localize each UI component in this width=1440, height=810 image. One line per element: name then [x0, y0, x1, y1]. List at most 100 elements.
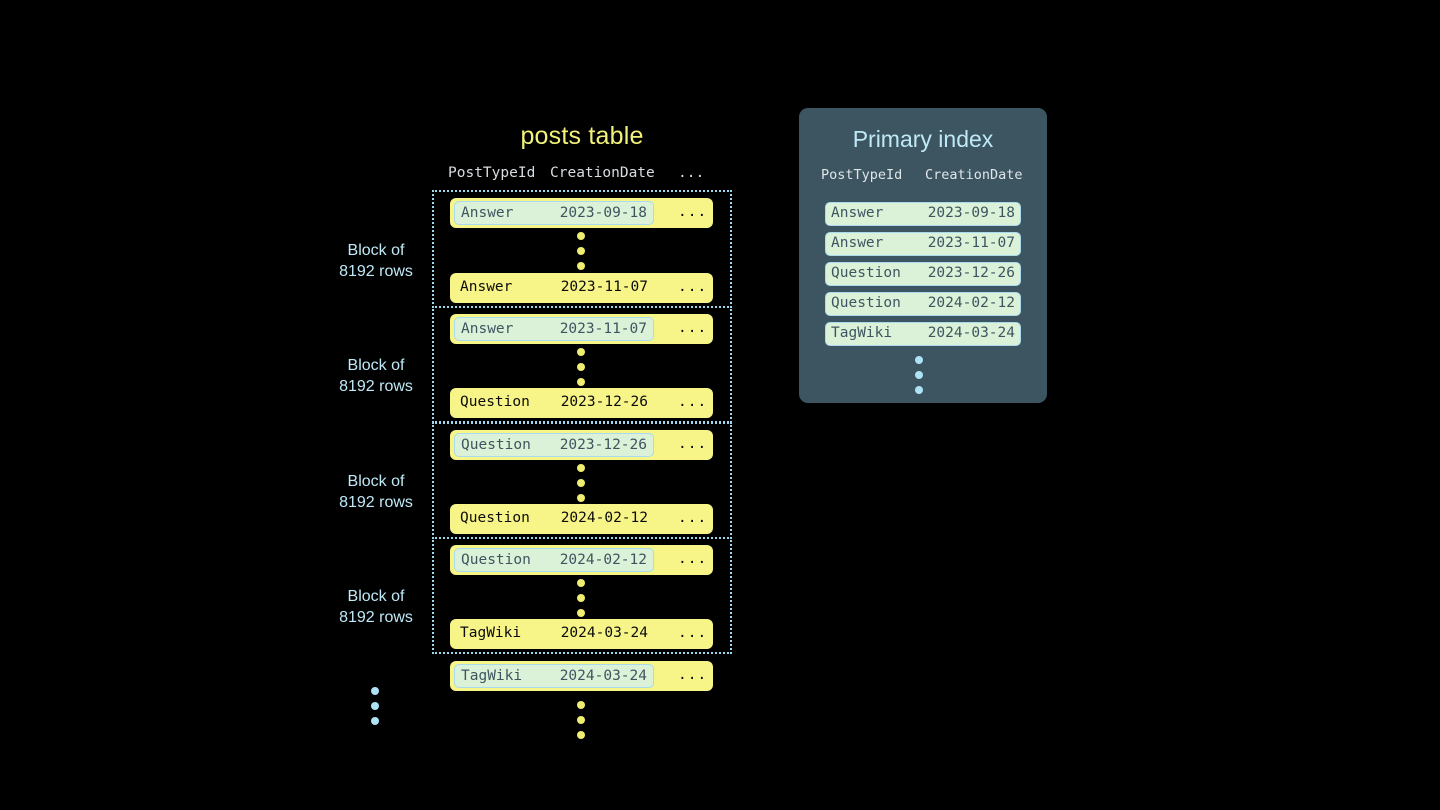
row-key-cells: Answer 2023-11-07: [454, 317, 654, 341]
dot: [371, 702, 379, 710]
table-row: TagWiki 2024-03-24 ...: [450, 619, 713, 649]
row-key-cells: Question 2023-12-26: [454, 391, 654, 415]
cell-posttypeid: Answer: [461, 205, 514, 221]
dot: [915, 356, 923, 364]
cell-posttypeid: Question: [460, 394, 530, 410]
cell-posttypeid: Question: [461, 437, 531, 453]
block-3-label-line2: 8192 rows: [339, 494, 413, 511]
row-ellipsis-dots: [577, 579, 587, 624]
dot: [577, 232, 585, 240]
cell-creationdate: 2024-02-12: [559, 552, 647, 568]
block-continuation-dots: [371, 687, 381, 732]
cell-ellipsis: ...: [678, 204, 708, 220]
column-header-posttypeid: PostTypeId: [448, 165, 536, 181]
cell-ellipsis: ...: [678, 279, 708, 295]
dot: [577, 262, 585, 270]
primary-index-column-headers: PostTypeId CreationDate: [821, 167, 1026, 187]
table-continuation-dots: [577, 701, 587, 746]
index-column-header-posttypeid: PostTypeId: [821, 167, 903, 183]
dot: [577, 247, 585, 255]
table-row: Answer 2023-11-07 ...: [450, 314, 713, 344]
row-key-cells: TagWiki 2024-03-24: [454, 622, 654, 646]
index-cell-posttypeid: Question: [831, 295, 901, 311]
block-1-label: Block of 8192 rows: [306, 240, 446, 282]
block-4-label-line1: Block of: [347, 588, 405, 605]
block-1-label-line1: Block of: [347, 242, 405, 259]
dot: [577, 348, 585, 356]
row-ellipsis-dots: [577, 348, 587, 393]
column-header-ellipsis: ...: [678, 165, 705, 181]
block-3-label: Block of 8192 rows: [306, 471, 446, 513]
row-key-cells: Question 2023-12-26: [454, 433, 654, 457]
table-row: Question 2024-02-12 ...: [450, 504, 713, 534]
index-cell-creationdate: 2024-02-12: [927, 295, 1015, 311]
index-cell-creationdate: 2023-09-18: [927, 205, 1015, 221]
row-key-cells: TagWiki 2024-03-24: [454, 664, 654, 688]
cell-ellipsis: ...: [678, 394, 708, 410]
table-row: Answer 2023-09-18 ...: [450, 198, 713, 228]
index-row: Answer 2023-09-18: [825, 202, 1021, 226]
index-cell-posttypeid: Question: [831, 265, 901, 281]
dot: [577, 479, 585, 487]
index-cell-posttypeid: Answer: [831, 235, 884, 251]
row-ellipsis-dots: [577, 464, 587, 509]
index-column-header-creationdate: CreationDate: [925, 167, 1023, 183]
dot: [577, 494, 585, 502]
cell-ellipsis: ...: [678, 510, 708, 526]
dot: [577, 363, 585, 371]
cell-creationdate: 2024-02-12: [560, 510, 648, 526]
row-ellipsis-dots: [577, 232, 587, 277]
cell-posttypeid: Question: [460, 510, 530, 526]
dot: [577, 716, 585, 724]
dot: [371, 687, 379, 695]
row-key-cells: Answer 2023-09-18: [454, 201, 654, 225]
dot: [577, 731, 585, 739]
block-4-label-line2: 8192 rows: [339, 609, 413, 626]
cell-posttypeid: Answer: [460, 279, 513, 295]
row-key-cells: Answer 2023-11-07: [454, 276, 654, 300]
cell-posttypeid: TagWiki: [461, 668, 523, 684]
posts-table-column-headers: PostTypeId CreationDate ...: [448, 165, 716, 185]
index-row: Question 2023-12-26: [825, 262, 1021, 286]
index-cell-creationdate: 2024-03-24: [927, 325, 1015, 341]
cell-creationdate: 2023-09-18: [559, 205, 647, 221]
dot: [915, 371, 923, 379]
table-row: Question 2023-12-26 ...: [450, 388, 713, 418]
table-row: Question 2024-02-12 ...: [450, 545, 713, 575]
row-key-cells: Question 2024-02-12: [454, 507, 654, 531]
cell-ellipsis: ...: [678, 320, 708, 336]
cell-ellipsis: ...: [678, 667, 708, 683]
index-continuation-dots: [915, 356, 925, 401]
primary-index-panel: Primary index PostTypeId CreationDate An…: [799, 108, 1047, 403]
block-4: [432, 537, 732, 654]
block-2-label-line1: Block of: [347, 357, 405, 374]
cell-creationdate: 2023-11-07: [560, 279, 648, 295]
cell-creationdate: 2023-12-26: [559, 437, 647, 453]
cell-ellipsis: ...: [678, 551, 708, 567]
cell-ellipsis: ...: [678, 625, 708, 641]
cell-creationdate: 2023-12-26: [560, 394, 648, 410]
dot: [577, 378, 585, 386]
index-cell-creationdate: 2023-11-07: [927, 235, 1015, 251]
block-3-label-line1: Block of: [347, 473, 405, 490]
table-row: Answer 2023-11-07 ...: [450, 273, 713, 303]
row-key-cells: Question 2024-02-12: [454, 548, 654, 572]
dot: [577, 464, 585, 472]
cell-posttypeid: TagWiki: [460, 625, 522, 641]
index-cell-posttypeid: Answer: [831, 205, 884, 221]
block-1-label-line2: 8192 rows: [339, 263, 413, 280]
cell-creationdate: 2023-11-07: [559, 321, 647, 337]
block-2-label: Block of 8192 rows: [306, 355, 446, 397]
dot: [915, 386, 923, 394]
dot: [577, 579, 585, 587]
dot: [371, 717, 379, 725]
posts-table-title: posts table: [520, 122, 644, 150]
column-header-creationdate: CreationDate: [550, 165, 655, 181]
cell-posttypeid: Question: [461, 552, 531, 568]
cell-creationdate: 2024-03-24: [559, 668, 647, 684]
index-cell-posttypeid: TagWiki: [831, 325, 893, 341]
table-row: Question 2023-12-26 ...: [450, 430, 713, 460]
dot: [577, 609, 585, 617]
index-row: Answer 2023-11-07: [825, 232, 1021, 256]
